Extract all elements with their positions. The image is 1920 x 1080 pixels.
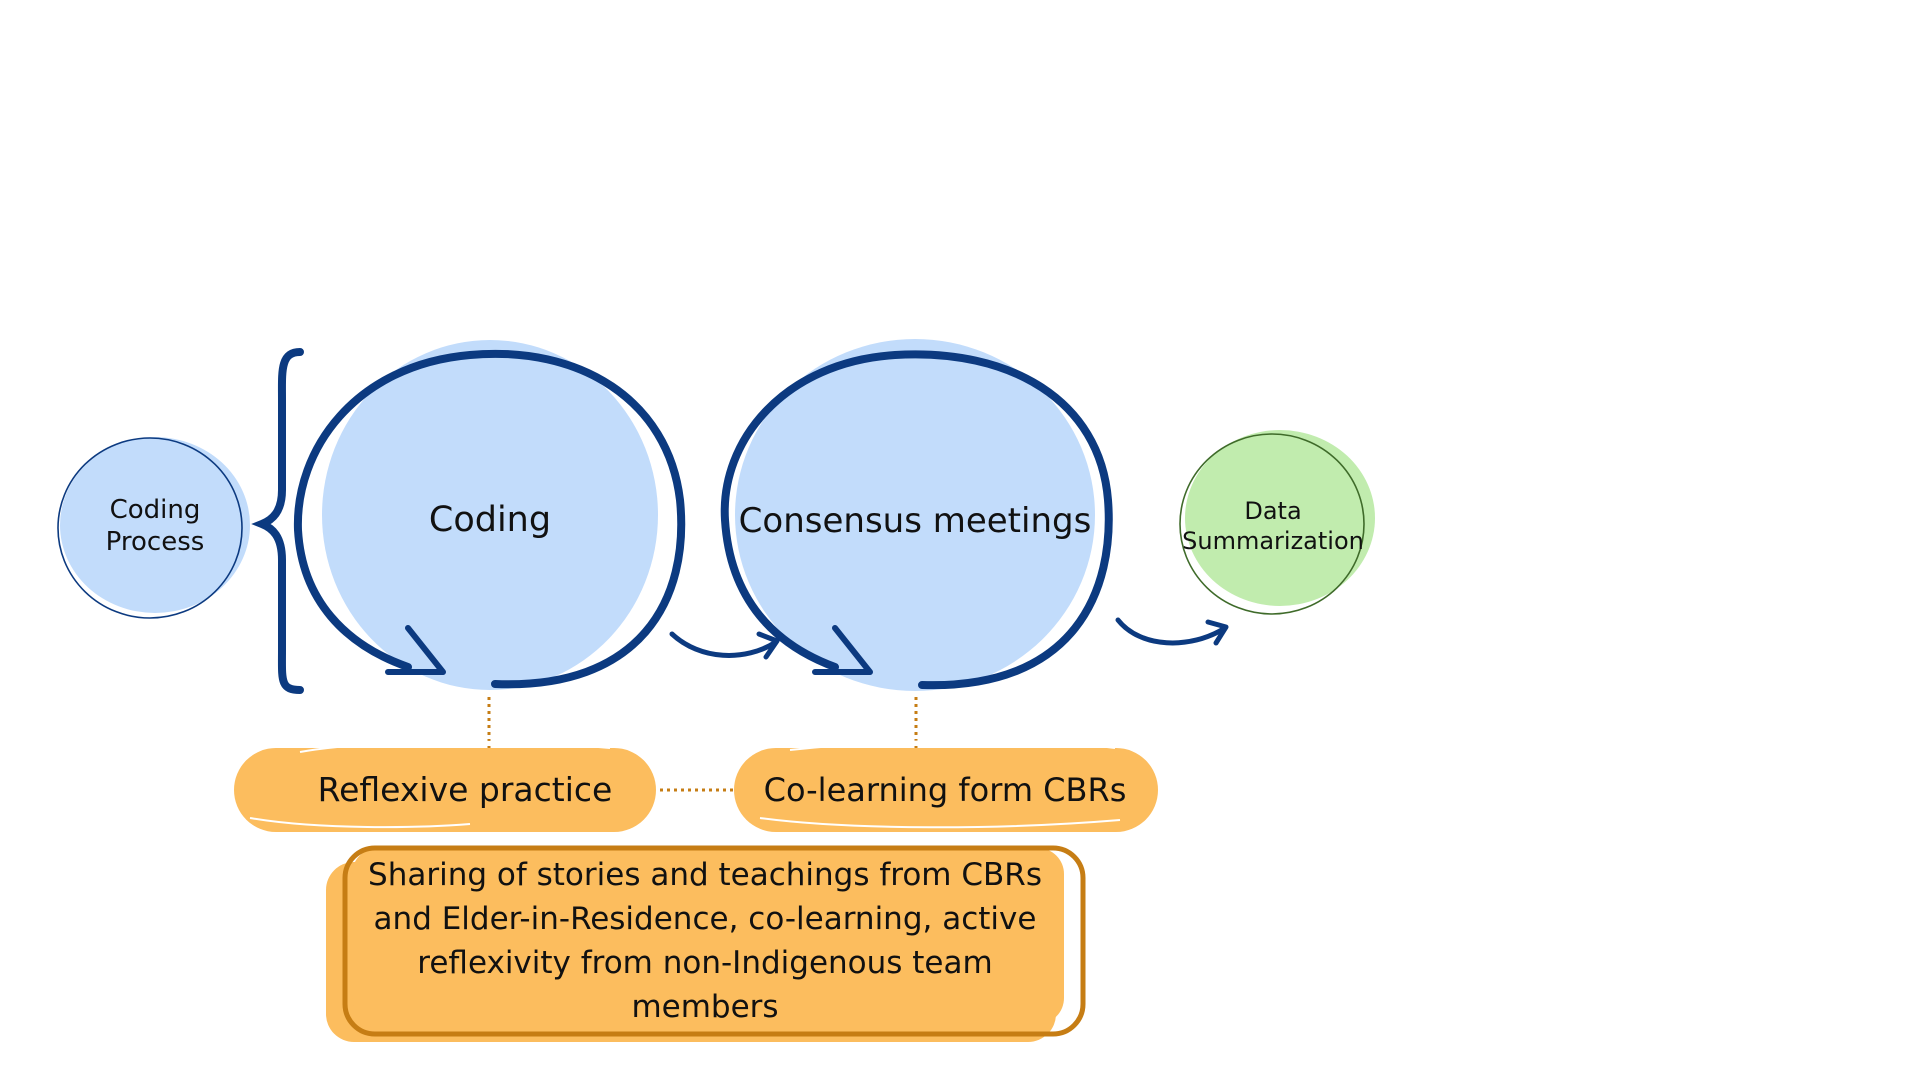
colearning-sketch: [789, 739, 1116, 751]
reflexive-practice-sketch: [299, 740, 611, 753]
coding-cycle-arrow: [293, 349, 686, 689]
data-summarization-label-line2: Summarization: [1182, 527, 1364, 555]
coding-arrowhead: [385, 625, 446, 675]
data-summarization-fill: [1185, 430, 1375, 606]
colearning-fill: [734, 748, 1158, 832]
coding-node: [293, 340, 686, 690]
data-summarization-outline: [1179, 433, 1365, 615]
colearning-label: Co-learning form CBRs: [763, 771, 1127, 809]
reflexive-practice-sketch-2: [249, 817, 471, 829]
sharing-label: Sharing of stories and teachings from CB…: [360, 852, 1050, 1030]
consensus-node: [720, 339, 1113, 691]
arrow-coding-to-consensus-head: [756, 631, 780, 660]
sharing-label-line2: and Elder-in-Residence, co-learning, act…: [373, 901, 1037, 937]
data-summarization-label: Data Summarization: [1168, 478, 1378, 574]
sharing-node: [326, 845, 1086, 1042]
sharing-label-line3: reflexivity from non-Indigenous team: [417, 945, 993, 981]
sharing-label-line4: members: [631, 989, 779, 1025]
reflexive-practice-fill: [234, 748, 656, 832]
coding-process-label-line2: Process: [105, 527, 205, 557]
sharing-label-line1: Sharing of stories and teachings from CB…: [368, 857, 1042, 893]
sharing-outline: [342, 845, 1086, 1037]
coding-process-label: Coding Process: [60, 478, 250, 574]
coding-process-outline: [57, 437, 243, 619]
data-summarization-label-line1: Data: [1244, 497, 1302, 525]
coding-process-label-line1: Coding: [109, 494, 201, 525]
sharing-fill: [352, 848, 1064, 1024]
consensus-fill: [735, 339, 1095, 691]
arrow-coding-to-consensus: [669, 631, 780, 660]
consensus-meetings-label: Consensus meetings: [738, 500, 1092, 541]
consensus-arrowhead: [812, 625, 873, 675]
grouping-brace: [251, 348, 304, 694]
coding-label: Coding: [428, 500, 552, 541]
coding-process-node: [57, 437, 250, 619]
arrow-consensus-to-summary: [1115, 617, 1229, 646]
arrow-consensus-to-summary-line: [1115, 617, 1228, 646]
arrow-coding-to-consensus-line: [669, 631, 779, 658]
consensus-cycle-arrow: [720, 350, 1113, 690]
reflexive-practice-label: Reflexive practice: [317, 770, 613, 810]
arrow-consensus-to-summary-head: [1205, 619, 1229, 646]
data-summarization-node: [1179, 430, 1375, 615]
coding-fill: [322, 340, 658, 690]
colearning-sketch-2: [759, 817, 1121, 829]
colearning-node: [734, 739, 1158, 832]
coding-process-fill: [60, 437, 250, 613]
reflexive-practice-node: [234, 740, 656, 832]
